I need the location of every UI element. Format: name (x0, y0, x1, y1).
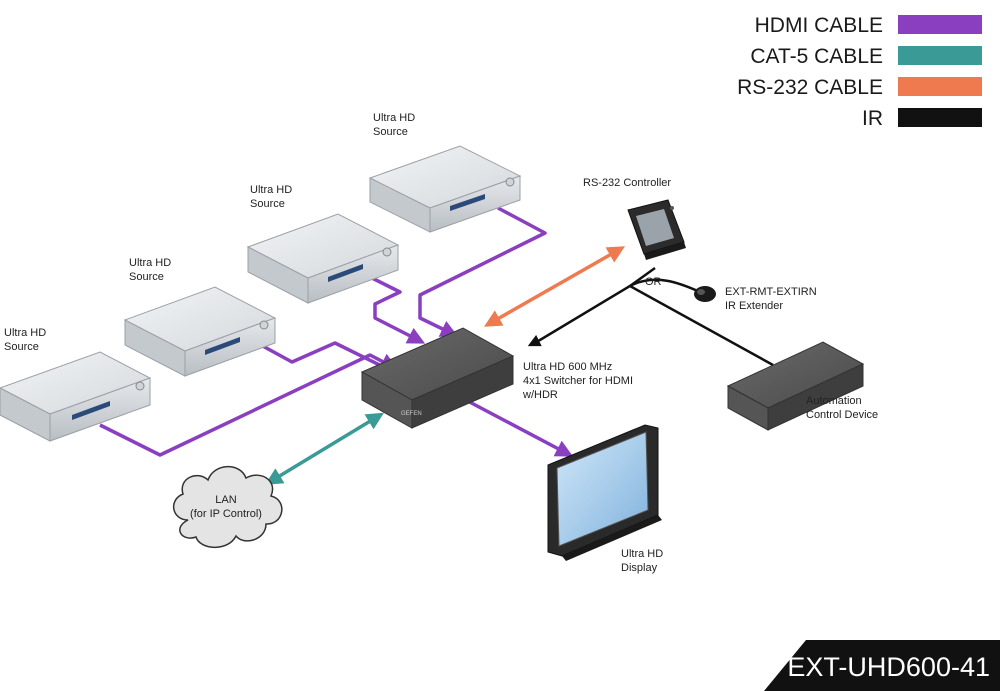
source-device-2 (123, 286, 277, 377)
legend-item-ir: IR (862, 107, 982, 130)
rs232-controller-device (627, 199, 686, 260)
hdmi-cable-source1 (99, 353, 399, 457)
svg-text:Source: Source (129, 271, 164, 283)
switcher-device: GEFEN (360, 327, 515, 429)
legend-swatch (898, 15, 982, 34)
hdmi-cable-display (461, 396, 574, 457)
hdmi-cable-source3 (371, 276, 426, 344)
legend-label: HDMI CABLE (755, 14, 883, 37)
switcher-label-line3: w/HDR (522, 389, 558, 401)
svg-text:Source: Source (373, 126, 408, 138)
hdmi-cable-source2 (247, 336, 404, 377)
hdmi-cable-source4 (418, 206, 547, 337)
legend-item-hdmi: HDMI CABLE (755, 14, 982, 37)
switcher-label-line2: 4x1 Switcher for HDMI (523, 375, 633, 387)
svg-text:Source: Source (4, 341, 39, 353)
source-3-label: Ultra HD (250, 184, 292, 196)
legend-item-cat5: CAT-5 CABLE (750, 45, 982, 68)
model-number: EXT-UHD600-41 (787, 652, 990, 682)
lan-label-line2: (for IP Control) (190, 508, 262, 520)
cat5-cable (265, 412, 384, 485)
lan-label-line1: LAN (215, 494, 236, 506)
switcher-label-line1: Ultra HD 600 MHz (523, 361, 612, 373)
automation-label-line1: Automation (806, 395, 862, 407)
source-device-3 (246, 213, 400, 304)
ir-extender-label-line2: IR Extender (725, 300, 783, 312)
ir-extender-device (694, 286, 716, 302)
rs232-controller-label: RS-232 Controller (583, 177, 671, 189)
ir-cable-extender (629, 278, 701, 294)
source-1-label: Ultra HD (4, 327, 46, 339)
ir-cable-to-switcher (527, 266, 656, 347)
legend-label: RS-232 CABLE (737, 76, 883, 99)
legend: HDMI CABLE CAT-5 CABLE RS-232 CABLE IR (737, 14, 982, 130)
or-label: OR (645, 276, 662, 288)
display-label-line2: Display (621, 562, 658, 574)
automation-control-device (726, 341, 865, 431)
switcher-badge: GEFEN (401, 411, 422, 417)
legend-swatch (898, 46, 982, 65)
legend-item-rs232: RS-232 CABLE (737, 76, 982, 99)
automation-label-line2: Control Device (806, 409, 878, 421)
lan-cloud (173, 465, 283, 549)
ir-cables (527, 266, 774, 367)
legend-swatch (898, 77, 982, 96)
model-banner: EXT-UHD600-41 (764, 640, 1000, 691)
source-2-label: Ultra HD (129, 257, 171, 269)
hdmi-cables (99, 206, 574, 457)
legend-label: CAT-5 CABLE (750, 45, 883, 68)
legend-label: IR (862, 107, 883, 130)
ir-cable-automation (629, 284, 774, 367)
legend-swatch (898, 108, 982, 127)
source-device-1 (0, 351, 152, 442)
ir-extender-label-line1: EXT-RMT-EXTIRN (725, 286, 817, 298)
display-device (547, 424, 662, 561)
display-label-line1: Ultra HD (621, 548, 663, 560)
source-device-4 (368, 145, 522, 233)
rs232-cable (483, 246, 626, 327)
svg-text:Source: Source (250, 198, 285, 210)
source-4-label: Ultra HD (373, 112, 415, 124)
